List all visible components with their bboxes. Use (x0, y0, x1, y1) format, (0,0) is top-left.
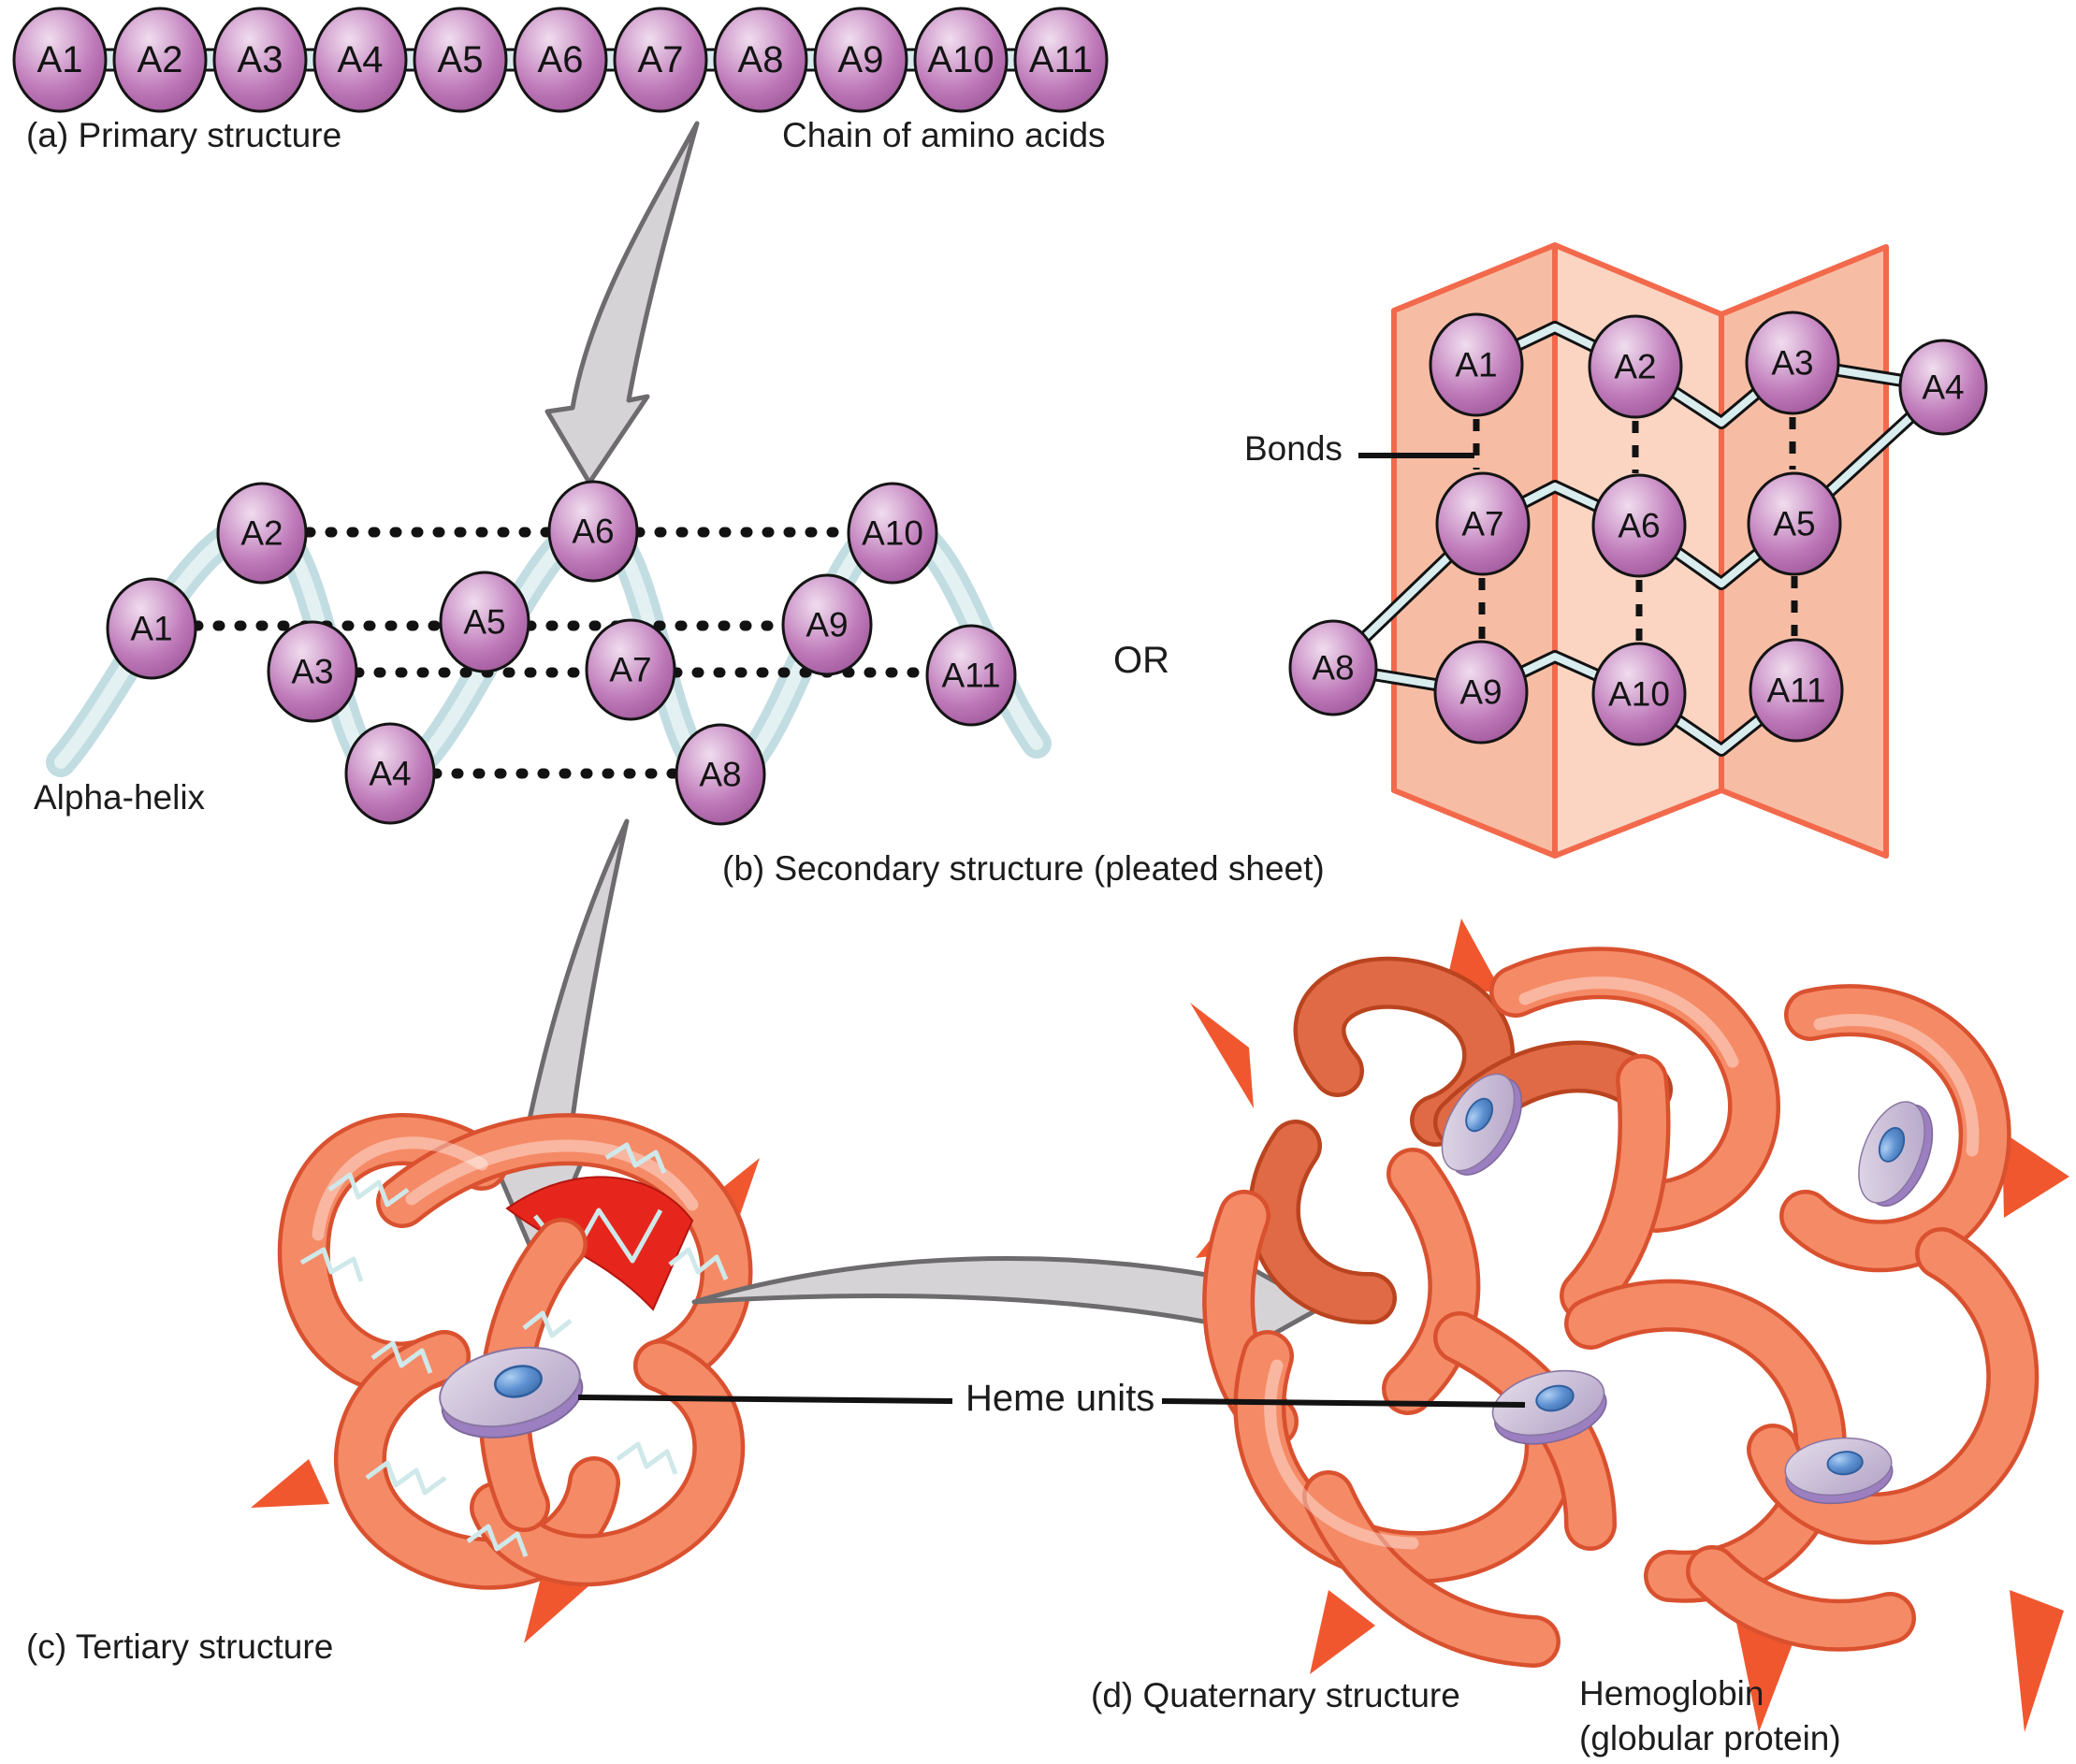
heme-pointer-lines (577, 1395, 1526, 1408)
tertiary-helix-squiggles (299, 1142, 729, 1557)
label-chain-of-amino-acids: Chain of amino acids (782, 116, 1106, 154)
sheet-amino-acids: A1 A2 A3 A4 A5 A6 A7 A8 A9 A10 A11 (1288, 311, 1988, 746)
amino-acid-label: A6 (572, 513, 614, 551)
amino-acid-label: A5 (463, 603, 505, 642)
arrow-primary-to-secondary (544, 121, 700, 485)
amino-acid-label: A11 (1029, 39, 1093, 80)
amino-acid-label: A7 (609, 651, 651, 689)
amino-acid-label: A5 (1773, 505, 1815, 543)
amino-acid-label: A9 (1459, 673, 1502, 712)
label-bonds: Bonds (1244, 429, 1343, 468)
pleated-sheet: A1 A2 A3 A4 A5 A6 A7 A8 A9 A10 A11 (1288, 242, 1988, 859)
label-hemoglobin: Hemoglobin (1579, 1674, 1764, 1713)
caption-quaternary: (d) Quaternary structure (1091, 1676, 1460, 1714)
caption-tertiary: (c) Tertiary structure (26, 1627, 334, 1666)
sheet-border (1391, 242, 1889, 859)
amino-acid-label: A1 (37, 39, 83, 80)
amino-acid-label: A3 (238, 39, 283, 80)
sheet-backbone-tubes (1327, 321, 1950, 757)
amino-acid-label: A2 (240, 514, 283, 553)
amino-acid-label: A2 (1614, 348, 1656, 386)
heme-unit-2 (1844, 1091, 1947, 1217)
amino-acid-label: A4 (338, 39, 384, 80)
label-or: OR (1113, 640, 1169, 681)
caption-primary: (a) Primary structure (26, 116, 342, 154)
amino-acid-label: A5 (438, 39, 484, 80)
sheet-bond-dashes (1473, 417, 1798, 642)
tertiary-structure (251, 1113, 760, 1643)
primary-structure-chain: A1 A2 A3 A4 A5 A6 A7 A8 A9 A10 A11 (12, 7, 1109, 113)
alpha-helix: A1 A2 A3 A4 A5 A6 A7 A8 A9 A10 A11 (46, 480, 1052, 826)
helix-amino-acids: A1 A2 A3 A4 A5 A6 A7 A8 A9 A10 A11 (106, 480, 1017, 826)
label-heme-units: Heme units (965, 1378, 1155, 1419)
amino-acid-label: A6 (538, 39, 584, 80)
amino-acid-label: A8 (699, 756, 741, 794)
amino-acid-label: A6 (1618, 507, 1660, 545)
amino-acid-label: A7 (638, 39, 684, 80)
quaternary-structure (1190, 918, 2069, 1732)
amino-acid-label: A9 (806, 606, 848, 644)
amino-acid-spheres: A1 A2 A3 A4 A5 A6 A7 A8 A9 A10 A11 (12, 7, 1109, 113)
amino-acid-label: A3 (291, 653, 333, 691)
label-globular-protein: (globular protein) (1579, 1719, 1841, 1757)
amino-acid-label: A4 (369, 755, 411, 793)
amino-acid-label: A11 (1766, 672, 1825, 710)
amino-acid-label: A7 (1461, 505, 1503, 543)
amino-acid-label: A8 (738, 39, 784, 80)
amino-acid-label: A4 (1922, 369, 1964, 407)
amino-acid-label: A11 (941, 657, 1000, 695)
caption-secondary: (b) Secondary structure (pleated sheet) (722, 849, 1325, 888)
hydrogen-bond-dots (191, 527, 932, 779)
amino-acid-label: A10 (1608, 675, 1670, 714)
amino-acid-label: A3 (1771, 344, 1813, 383)
amino-acid-label: A10 (862, 514, 923, 553)
amino-acid-label: A9 (838, 39, 884, 80)
amino-acid-label: A10 (927, 39, 994, 80)
amino-acid-label: A1 (130, 610, 172, 648)
amino-acid-label: A8 (1312, 649, 1354, 687)
amino-acid-label: A2 (138, 39, 183, 80)
amino-acid-label: A1 (1455, 346, 1497, 384)
label-alpha-helix: Alpha-helix (34, 778, 206, 817)
